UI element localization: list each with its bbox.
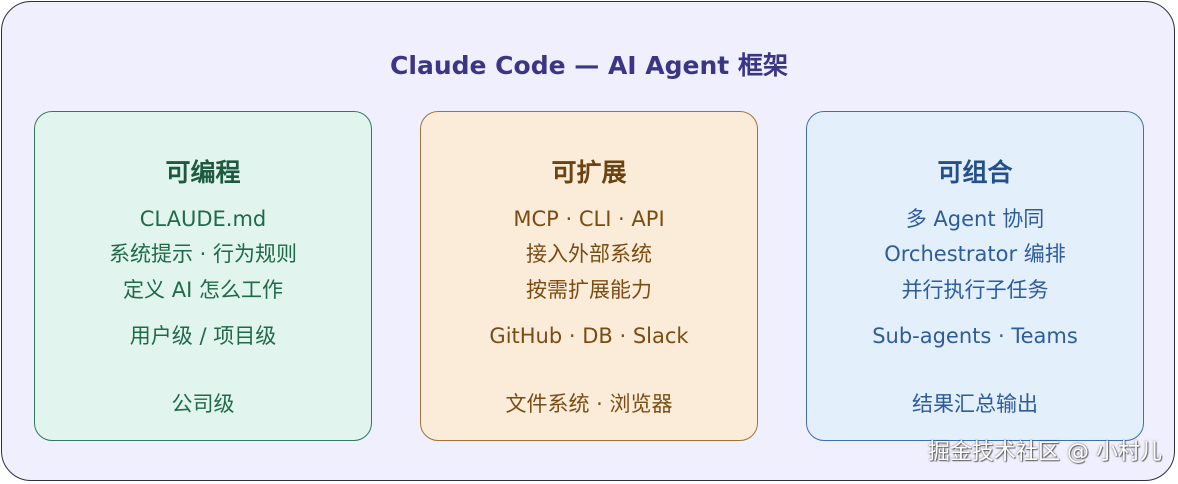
- card-line: 多 Agent 协同: [905, 207, 1045, 231]
- card-line: 文件系统 · 浏览器: [505, 392, 673, 416]
- card-line: MCP · CLI · API: [513, 207, 665, 231]
- card-line: 按需扩展能力: [526, 278, 652, 302]
- card-programmable: 可编程 CLAUDE.md 系统提示 · 行为规则 定义 AI 怎么工作 用户级…: [34, 111, 372, 441]
- card-title: 可组合: [937, 158, 1013, 187]
- card-line: 用户级 / 项目级: [129, 324, 277, 348]
- card-line: 公司级: [171, 392, 235, 416]
- card-line: Orchestrator 编排: [884, 242, 1066, 266]
- card-title: 可编程: [165, 158, 241, 187]
- card-line: 系统提示 · 行为规则: [108, 242, 298, 266]
- card-line: 定义 AI 怎么工作: [123, 278, 283, 302]
- card-line: GitHub · DB · Slack: [489, 324, 689, 348]
- watermark: 掘金技术社区 @ 小村儿: [928, 440, 1162, 465]
- card-composable: 可组合 多 Agent 协同 Orchestrator 编排 并行执行子任务 S…: [806, 111, 1144, 441]
- card-title: 可扩展: [551, 158, 627, 187]
- card-line: 并行执行子任务: [901, 278, 1049, 302]
- card-line: 结果汇总输出: [912, 392, 1038, 416]
- card-extensible: 可扩展 MCP · CLI · API 接入外部系统 按需扩展能力 GitHub…: [420, 111, 758, 441]
- card-line: 接入外部系统: [526, 242, 652, 266]
- card-line: CLAUDE.md: [139, 207, 267, 231]
- diagram-title: Claude Code — AI Agent 框架: [390, 51, 788, 80]
- card-line: Sub-agents · Teams: [872, 324, 1078, 348]
